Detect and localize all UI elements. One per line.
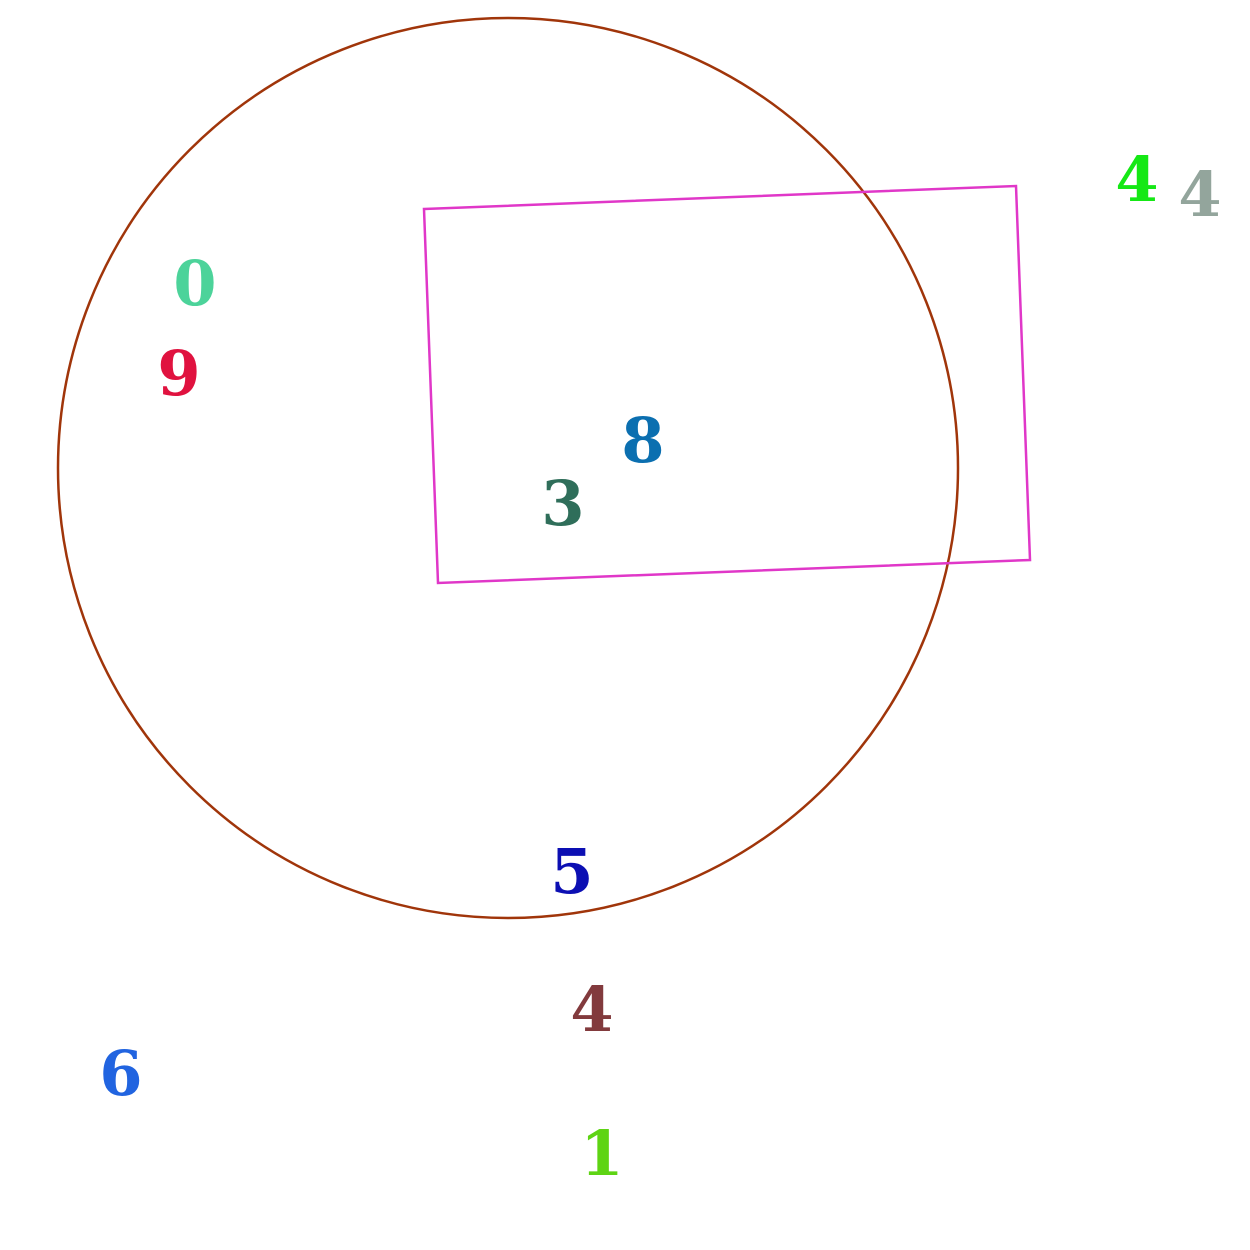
digit-5: 5: [550, 835, 594, 908]
circle-shape: [56, 16, 960, 920]
digit-9: 9: [157, 337, 201, 410]
digit-6: 6: [99, 1037, 143, 1110]
digit-3: 3: [541, 467, 585, 540]
digit-4-brown: 4: [570, 973, 614, 1046]
rectangle-shape: [422, 184, 1032, 585]
digit-1: 1: [580, 1117, 624, 1190]
digit-4-gray: 4: [1178, 158, 1222, 231]
digit-0: 0: [173, 247, 217, 320]
digit-4-green: 4: [1115, 143, 1159, 216]
digit-8: 8: [621, 404, 665, 477]
